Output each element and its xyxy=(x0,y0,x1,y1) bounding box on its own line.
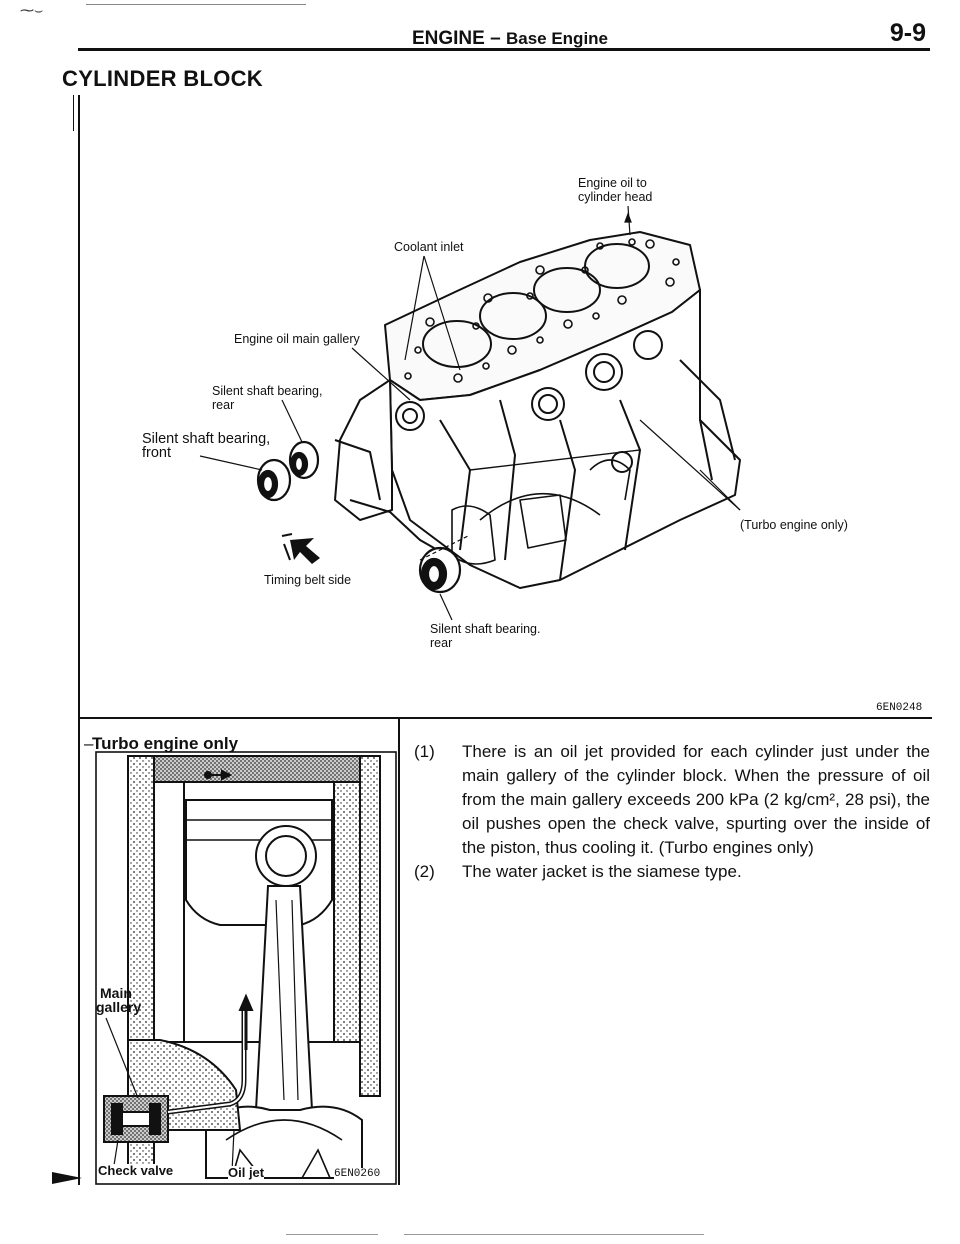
label-silent-front-line2: front xyxy=(142,445,172,461)
label-oil-main-gallery: Engine oil main gallery xyxy=(234,332,360,346)
note-number: (2) xyxy=(414,862,435,881)
coolant-port xyxy=(531,387,565,421)
oil-port xyxy=(395,401,425,431)
figure-divider-line xyxy=(80,717,932,719)
cylinder-liner xyxy=(153,781,185,1043)
label-silent-front-line1: Silent shaft bearing, xyxy=(142,431,271,447)
page-edge-arrow-icon xyxy=(52,1172,82,1184)
margin-mark xyxy=(73,95,74,131)
cylinder-bore-1 xyxy=(584,243,650,289)
scan-artifact-glyph: ⁓⌣ xyxy=(20,2,44,18)
note-item: (1) There is an oil jet provided for eac… xyxy=(414,740,930,860)
view-arrow-icon xyxy=(281,533,320,564)
turbo-figure-title: Turbo engine only xyxy=(92,734,239,753)
label-silent-rear-bottom-line2: rear xyxy=(430,636,453,650)
label-timing-belt-side: Timing belt side xyxy=(264,573,352,587)
label-main-line2: gallery xyxy=(96,999,142,1015)
note-number: (1) xyxy=(414,742,435,761)
page-header-title: ENGINE – Base Engine xyxy=(300,28,720,50)
title-dash: – xyxy=(84,734,94,753)
bearing-front xyxy=(256,458,292,502)
block-wall-right xyxy=(359,755,381,1097)
label-silent-rear-bottom-line1: Silent shaft bearing. xyxy=(430,622,541,636)
notes-list: (1) There is an oil jet provided for eac… xyxy=(414,740,930,884)
cylinder-head-zone xyxy=(153,755,361,783)
subchapter-name: Base Engine xyxy=(505,29,609,48)
bearing-rear-bottom xyxy=(418,546,462,594)
cylinder-bore-4 xyxy=(422,320,492,368)
figure-code-top: 6EN0248 xyxy=(876,702,923,714)
bearing-rear-top xyxy=(288,440,320,480)
label-turbo-only: (Turbo engine only) xyxy=(740,518,848,532)
page-number: 9-9 xyxy=(889,19,926,47)
label-check-valve: Check valve xyxy=(98,1163,174,1178)
silent-shaft-bearings xyxy=(256,440,462,594)
inset-figure-frame xyxy=(95,751,397,1185)
scan-artifact-line xyxy=(86,4,306,5)
header-separator: – xyxy=(490,28,501,49)
note-text: There is an oil jet provided for each cy… xyxy=(462,742,930,857)
cylinder-block-illustration xyxy=(199,205,741,621)
label-coolant-inlet: Coolant inlet xyxy=(394,240,464,254)
cylinder-bore-3 xyxy=(479,292,547,340)
note-item: (2) The water jacket is the siamese type… xyxy=(414,860,930,884)
note-text: The water jacket is the siamese type. xyxy=(462,862,742,881)
label-main-line1: Main xyxy=(100,985,132,1001)
left-frame-line xyxy=(78,95,80,1185)
footer-rule-right xyxy=(404,1234,704,1235)
label-oil-jet: Oil jet xyxy=(228,1165,265,1180)
label-silent-rear-top-line1: Silent shaft bearing, xyxy=(212,384,323,398)
label-oil-to-head-line2: cylinder head xyxy=(578,190,653,204)
header-rule xyxy=(78,48,930,51)
label-oil-to-head-line1: Engine oil to xyxy=(578,176,647,190)
chapter-name: ENGINE xyxy=(411,28,485,49)
label-silent-rear-top-line2: rear xyxy=(212,398,235,412)
figure-code-bottom: 6EN0260 xyxy=(334,1168,381,1180)
section-title: CYLINDER BLOCK xyxy=(62,66,263,91)
column-divider-line xyxy=(398,719,400,1185)
cylinder-bore-2 xyxy=(533,267,601,313)
footer-rule-left xyxy=(286,1234,378,1235)
